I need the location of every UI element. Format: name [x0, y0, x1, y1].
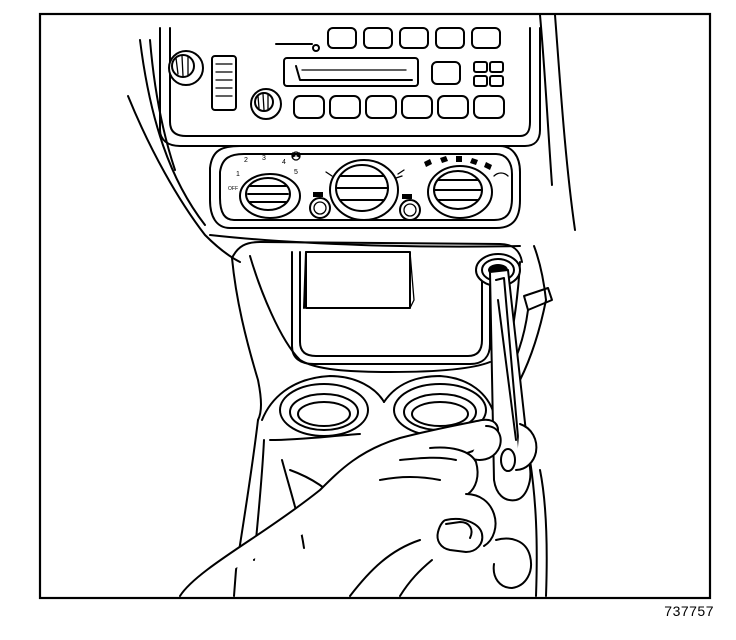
fan-speed-label-off: OFF [228, 186, 238, 192]
dashboard-outline [127, 14, 576, 263]
ac-button [399, 199, 421, 221]
fan-speed-label-3: 3 [262, 155, 266, 162]
recirculation-button [309, 197, 331, 219]
mode-knob [427, 165, 493, 219]
fan-icon [291, 151, 301, 161]
hvac-control-panel: 1 2 3 4 5 OFF [209, 145, 521, 229]
hand [179, 418, 538, 597]
figure-border [38, 12, 712, 600]
radio-unit [159, 27, 541, 147]
fan-speed-label-2: 2 [244, 157, 248, 164]
mode-icons [424, 156, 509, 177]
fan-speed-knob [239, 173, 301, 219]
figure-id: 737757 [664, 603, 714, 619]
fan-speed-label-4: 4 [282, 159, 286, 166]
fan-speed-label-5: 5 [294, 169, 298, 176]
center-console [231, 241, 523, 421]
fan-speed-label-1: 1 [236, 171, 240, 178]
temperature-knob [329, 159, 399, 221]
